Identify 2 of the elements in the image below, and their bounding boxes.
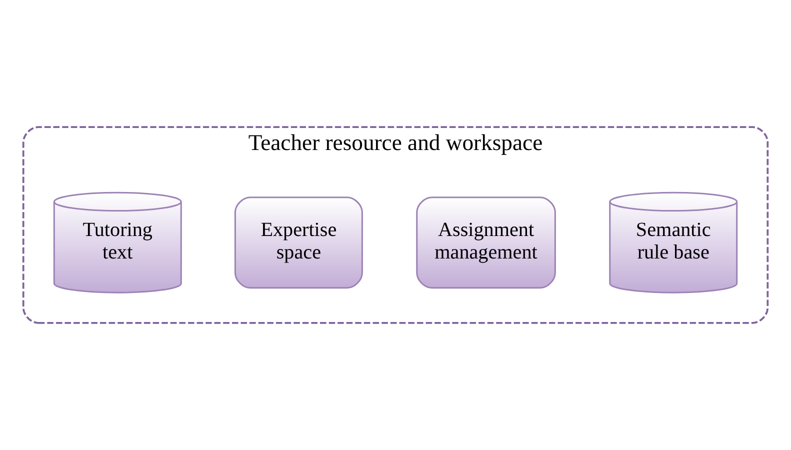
node-box: Assignment management	[416, 196, 556, 289]
node-box: Expertise space	[234, 196, 363, 289]
